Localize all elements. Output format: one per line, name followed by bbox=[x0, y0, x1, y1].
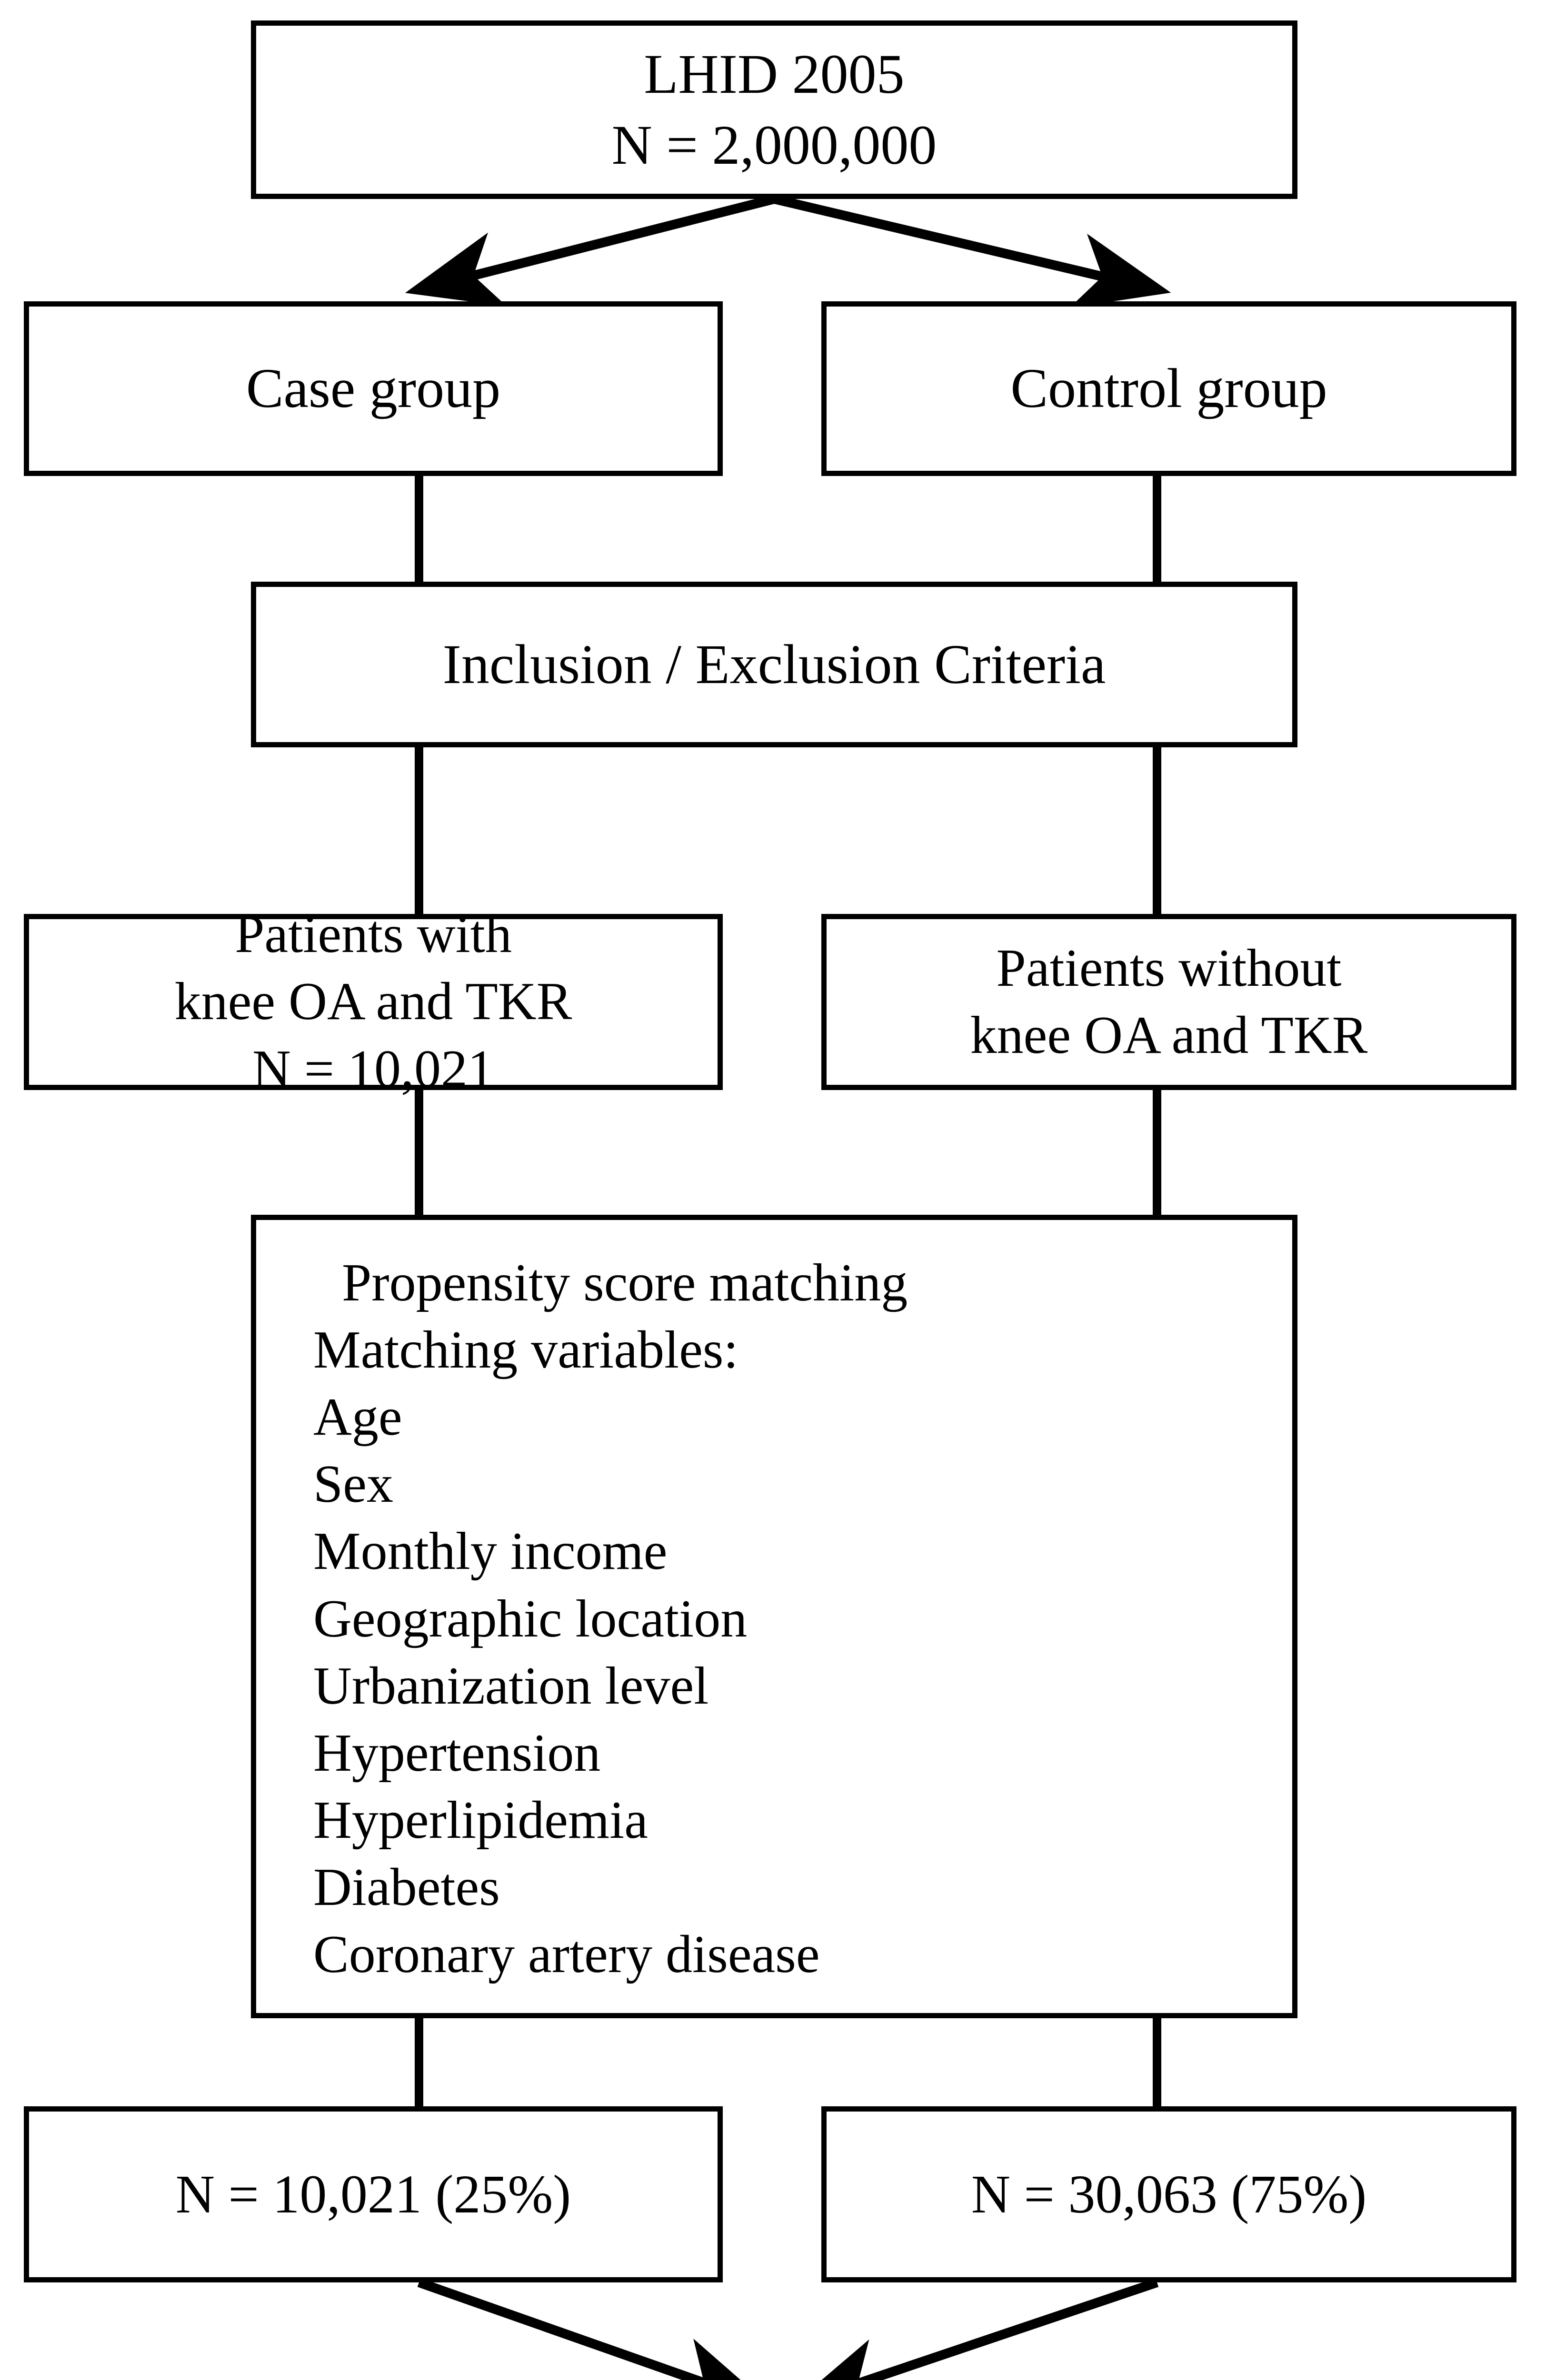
matching-variable-diabetes: Diabetes bbox=[313, 1857, 500, 1917]
control-group-label: Control group bbox=[1010, 357, 1327, 420]
node-lhid-source: LHID 2005 N = 2,000,000 bbox=[251, 20, 1297, 199]
node-case-group: Case group bbox=[24, 301, 723, 476]
matching-variable-hypertension: Hypertension bbox=[313, 1723, 601, 1783]
matching-variable-coronary-artery-disease: Coronary artery disease bbox=[313, 1925, 820, 1984]
edge-case-matched-to-total bbox=[417, 2278, 771, 2380]
matching-variable-hyperlipidemia: Hyperlipidemia bbox=[313, 1790, 648, 1850]
patients-with-line1: Patients with bbox=[235, 905, 512, 964]
matching-variable-age: Age bbox=[313, 1388, 402, 1447]
propensity-title: Propensity score matching bbox=[342, 1253, 908, 1312]
node-control-group: Control group bbox=[821, 301, 1516, 476]
matching-variable-monthly-income: Monthly income bbox=[313, 1522, 668, 1581]
edge-control-matched-to-total bbox=[791, 2278, 1159, 2380]
lhid-source-count: N = 2,000,000 bbox=[611, 113, 937, 176]
node-patients-with-knee-oa-tkr: Patients with knee OA and TKR N = 10,021 bbox=[24, 905, 723, 1099]
edge-source-to-case bbox=[405, 194, 776, 307]
matching-variable-geographic-location: Geographic location bbox=[313, 1589, 748, 1648]
criteria-label: Inclusion / Exclusion Criteria bbox=[442, 633, 1106, 695]
node-case-matched-count: N = 10,021 (25%) bbox=[24, 2106, 723, 2282]
lhid-source-title: LHID 2005 bbox=[644, 42, 905, 105]
patients-without-line2: knee OA and TKR bbox=[970, 1006, 1368, 1065]
patients-with-count: N = 10,021 bbox=[252, 1039, 495, 1099]
matching-variable-urbanization-level: Urbanization level bbox=[313, 1656, 709, 1716]
node-propensity-score-matching: Propensity score matching Matching varia… bbox=[251, 1215, 1297, 2018]
control-matched-count: N = 30,063 (75%) bbox=[971, 2164, 1367, 2225]
matching-variable-sex: Sex bbox=[313, 1455, 393, 1514]
node-control-matched-count: N = 30,063 (75%) bbox=[821, 2106, 1516, 2282]
patients-without-line1: Patients without bbox=[996, 938, 1342, 998]
case-group-label: Case group bbox=[246, 357, 501, 420]
propensity-subtitle: Matching variables: bbox=[313, 1320, 738, 1380]
case-matched-count: N = 10,021 (25%) bbox=[175, 2164, 571, 2225]
node-inclusion-exclusion-criteria: Inclusion / Exclusion Criteria bbox=[251, 582, 1297, 747]
edge-source-to-control bbox=[773, 194, 1171, 308]
node-patients-without-knee-oa-tkr: Patients without knee OA and TKR bbox=[821, 914, 1516, 1090]
patients-with-line2: knee OA and TKR bbox=[174, 972, 572, 1031]
